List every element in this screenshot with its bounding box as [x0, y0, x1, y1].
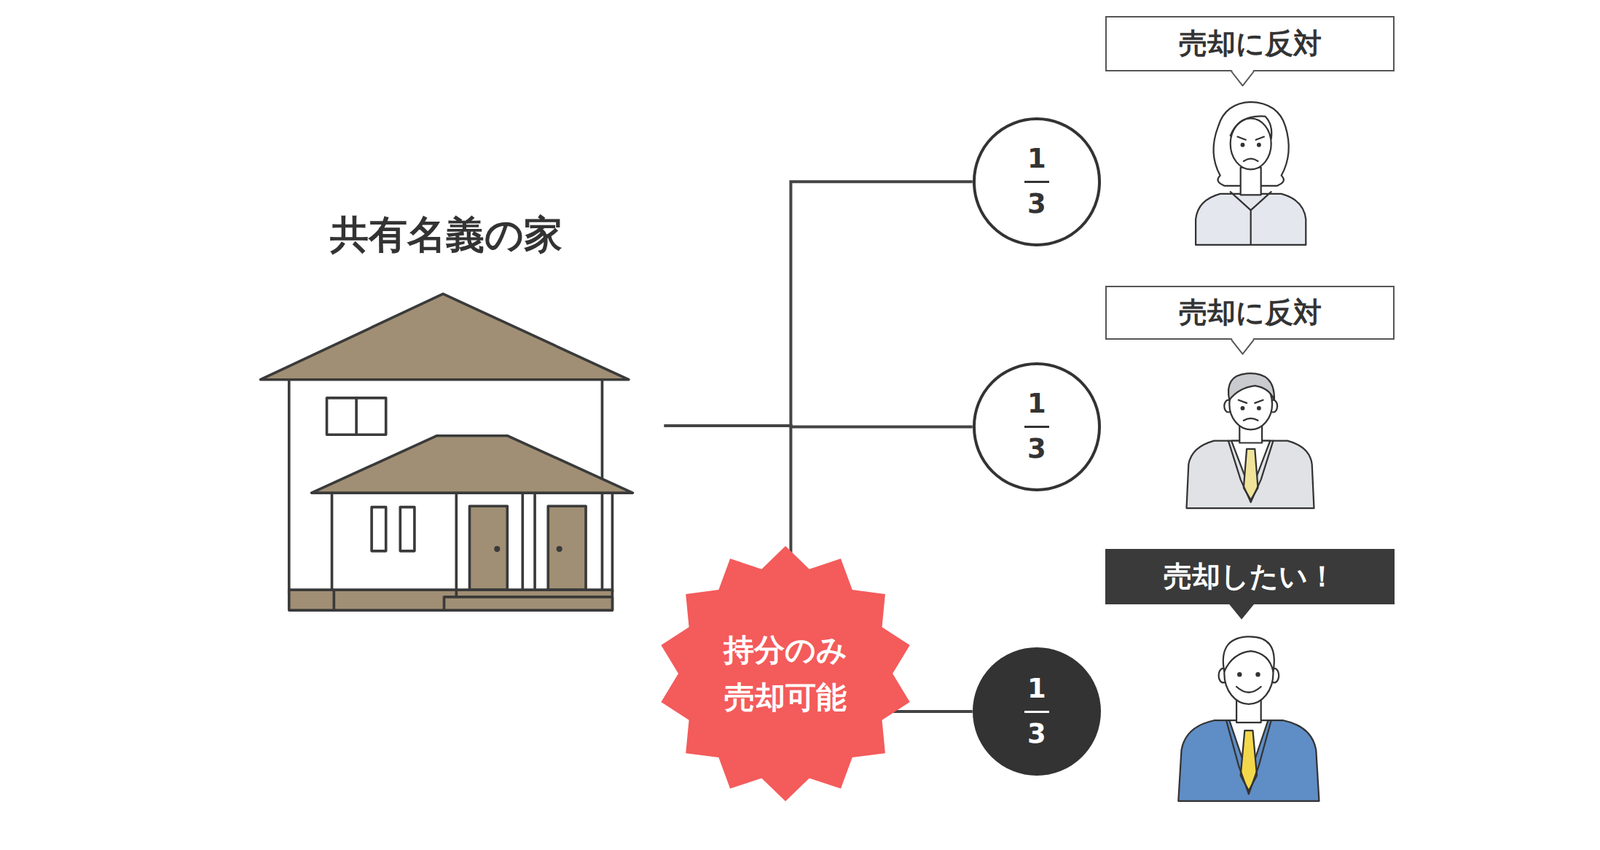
starburst-shape	[657, 545, 913, 801]
share-circle: 13	[972, 646, 1101, 776]
speech-bubble: 売却に反対	[1105, 285, 1396, 340]
speech-bubble: 売却に反対	[1105, 16, 1396, 72]
person-man-blue	[1178, 636, 1319, 801]
connector-line	[887, 709, 972, 713]
connector-line	[664, 425, 792, 556]
fraction-number: 1	[1027, 389, 1047, 419]
house-drawing	[260, 293, 634, 610]
share-circle: 13	[972, 362, 1101, 491]
starburst-badge: 持分のみ 売却可能	[657, 545, 913, 801]
fraction-number: 3	[1027, 189, 1047, 220]
fraction-number: 1	[1027, 673, 1047, 704]
node-text: 売却に反対	[1178, 26, 1322, 62]
diagram-heading: 共有名義の家	[330, 211, 563, 258]
node-text: 売却に反対	[1178, 295, 1322, 331]
fraction-number: 3	[1027, 434, 1047, 465]
share-circle: 13	[972, 117, 1101, 246]
fraction-number: 1	[1027, 144, 1047, 175]
person-man-grey	[1186, 373, 1315, 508]
fraction-bar	[1024, 180, 1050, 183]
house-node: 共有名義の家	[227, 204, 664, 613]
node-text: 持分のみ 売却可能	[708, 625, 862, 721]
connector-line	[664, 181, 973, 426]
speech-bubble: 売却したい！	[1105, 548, 1396, 605]
fraction-bar	[1024, 710, 1050, 713]
starburst-fill	[661, 545, 911, 801]
node-text: 売却したい！	[1163, 559, 1337, 594]
fraction-number: 3	[1027, 719, 1047, 749]
fraction-bar	[1024, 425, 1050, 428]
person-woman	[1195, 102, 1306, 245]
